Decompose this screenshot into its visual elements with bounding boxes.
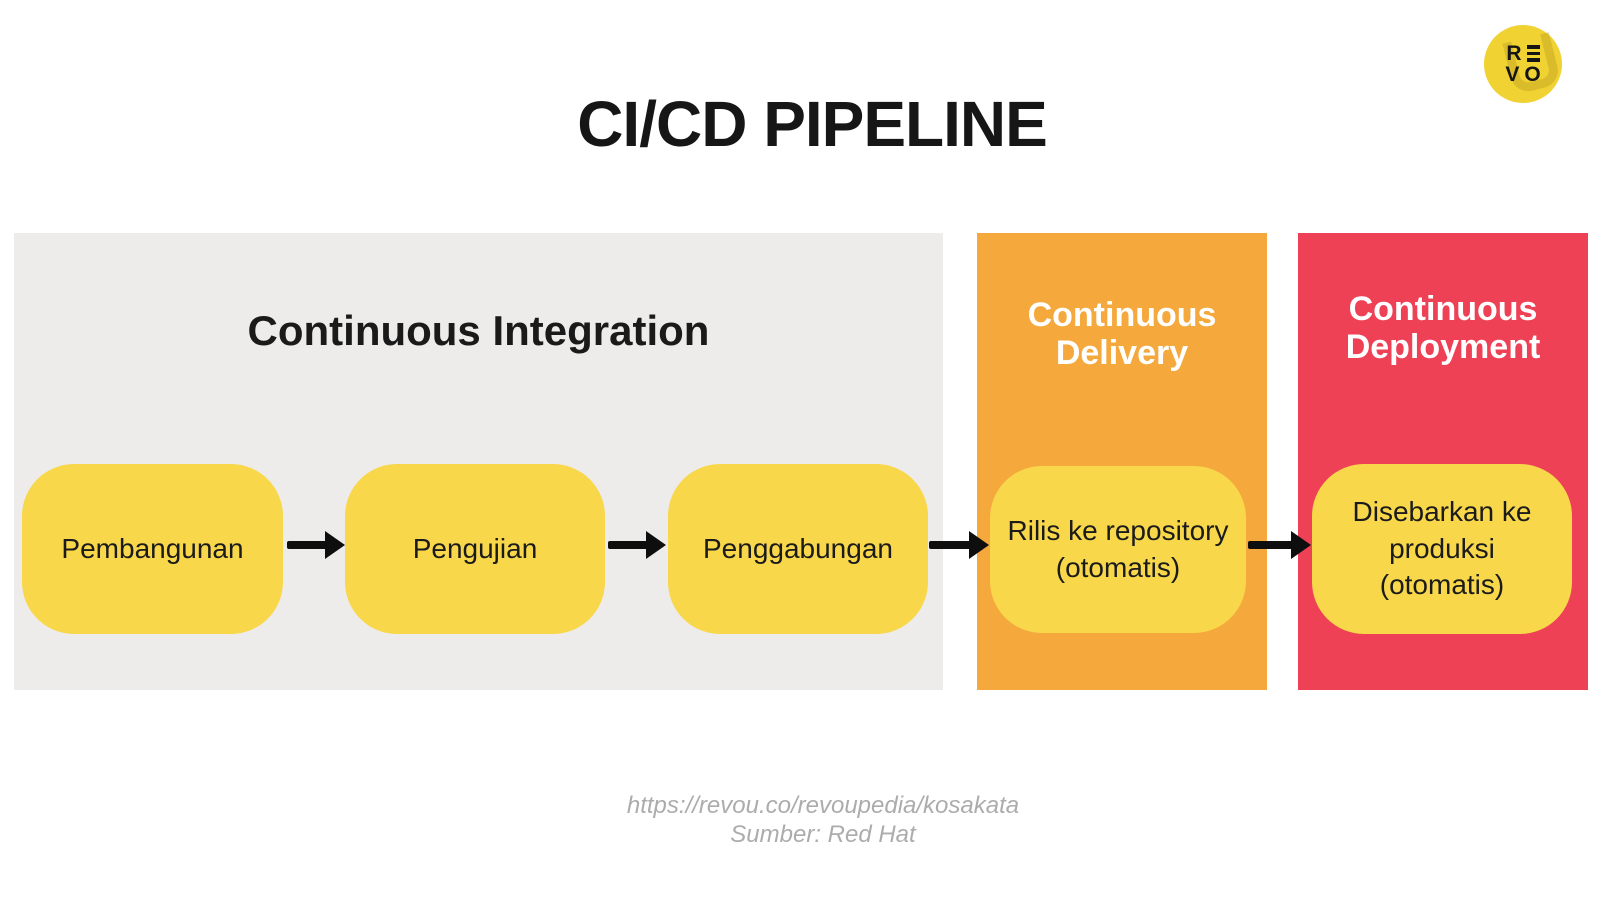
footer: https://revou.co/revoupedia/kosakata Sum…: [423, 791, 1223, 849]
revou-logo: R V O: [1484, 25, 1562, 103]
disebarkan-line2: produksi: [1389, 532, 1495, 564]
continuous-integration-heading: Continuous Integration: [247, 307, 710, 354]
arrow-pengujian-to-penggabungan-icon: [608, 529, 666, 561]
footer-url: https://revou.co/revoupedia/kosakata: [626, 792, 1020, 819]
rilis-line1: Rilis ke repository: [1007, 515, 1229, 547]
rilis-line2: (otomatis): [1055, 551, 1181, 583]
arrow-rilis-to-disebarkan-icon: [1248, 529, 1311, 561]
logo-letter-e-bars-icon: [1526, 45, 1540, 62]
page-title: CI/CD PIPELINE: [577, 88, 1048, 160]
continuous-delivery-heading: Continuous Delivery: [977, 296, 1267, 372]
continuous-deployment-heading-line2: Deployment: [1345, 328, 1541, 366]
arrow-penggabungan-to-rilis-icon: [929, 529, 989, 561]
step-box-penggabungan: Penggabungan: [668, 464, 928, 634]
continuous-deployment-heading-line1: Continuous: [1348, 290, 1538, 328]
disebarkan-line1: Disebarkan ke: [1352, 496, 1532, 528]
disebarkan-line3: (otomatis): [1379, 569, 1505, 601]
logo-letter-v: V: [1505, 63, 1520, 86]
continuous-delivery-heading-line1: Continuous: [1027, 296, 1217, 334]
logo-row-bottom: V O: [1505, 64, 1540, 85]
step-box-disebarkan-ke-produksi: Disebarkan ke produksi (otomatis): [1312, 464, 1572, 634]
arrow-pembangunan-to-pengujian-icon: [287, 529, 345, 561]
step-box-rilis-ke-repository: Rilis ke repository (otomatis): [990, 466, 1246, 633]
continuous-delivery-heading-line2: Delivery: [1055, 334, 1189, 372]
step-box-pembangunan: Pembangunan: [22, 464, 283, 634]
logo-letter-o: O: [1524, 63, 1541, 86]
step-box-pengujian: Pengujian: [345, 464, 605, 634]
logo-row-top: R: [1506, 42, 1540, 65]
logo-letter-r: R: [1506, 42, 1522, 65]
continuous-deployment-heading: Continuous Deployment: [1298, 290, 1588, 366]
footer-source: Sumber: Red Hat: [730, 821, 916, 848]
